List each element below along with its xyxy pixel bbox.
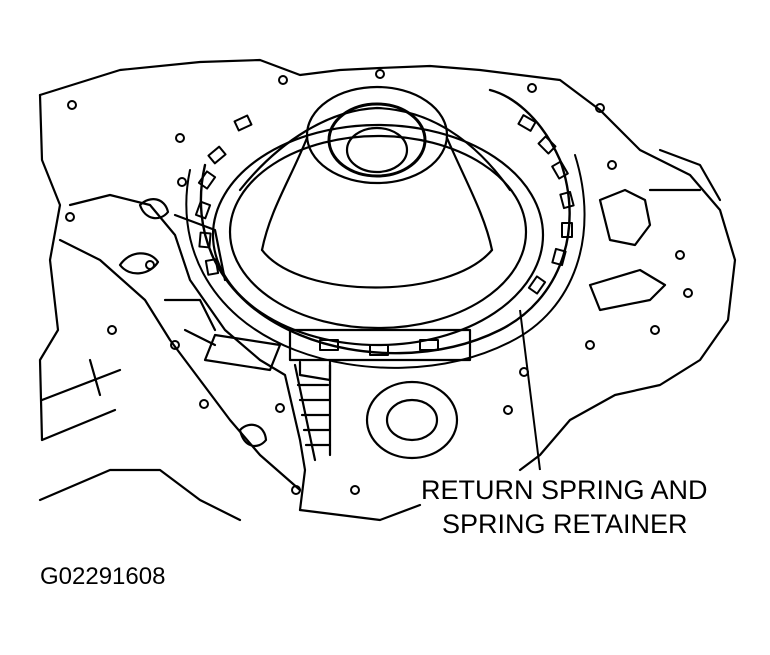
drum-rim-inner: [228, 134, 528, 330]
left-passage-1: [118, 252, 160, 275]
right-bracket: [648, 148, 722, 202]
retainer-clip: [288, 328, 472, 362]
lower-bore-inner: [385, 398, 439, 442]
callout-label-line1: RETURN SPRING AND: [421, 475, 708, 505]
right-passage-2: [588, 268, 667, 312]
drum-outer-rim: [211, 123, 545, 347]
case-outline: [38, 58, 737, 472]
drum-side-left: [260, 136, 309, 252]
drum-hub-inner: [327, 102, 427, 178]
drum-shoulder: [238, 106, 512, 192]
spring-retainer-ring: [199, 88, 571, 355]
drum-top: [305, 85, 449, 185]
case-left-edge: [38, 93, 62, 442]
case-bottom: [298, 503, 422, 522]
right-passage-1: [598, 188, 652, 247]
lower-bore-outer: [365, 380, 459, 460]
figure-id: G02291608: [40, 563, 166, 590]
left-lever: [203, 333, 282, 372]
drum-base: [260, 248, 494, 289]
drum-hub-bore: [345, 126, 409, 174]
lower-left-shaft: [40, 358, 122, 442]
callout-label-line2: SPRING RETAINER: [442, 509, 688, 539]
drum-side-right: [445, 136, 494, 252]
left-bracket: [163, 213, 227, 332]
callout-leader-line: [519, 309, 541, 471]
case-inner-left: [68, 193, 307, 512]
left-passage-3: [238, 423, 268, 448]
spring-retainer-ring-outer: [185, 154, 586, 369]
bolt-holes: [65, 69, 693, 495]
case-lower-left: [58, 238, 302, 492]
case-lower-edge: [38, 468, 242, 522]
left-passage-2: [138, 198, 170, 220]
